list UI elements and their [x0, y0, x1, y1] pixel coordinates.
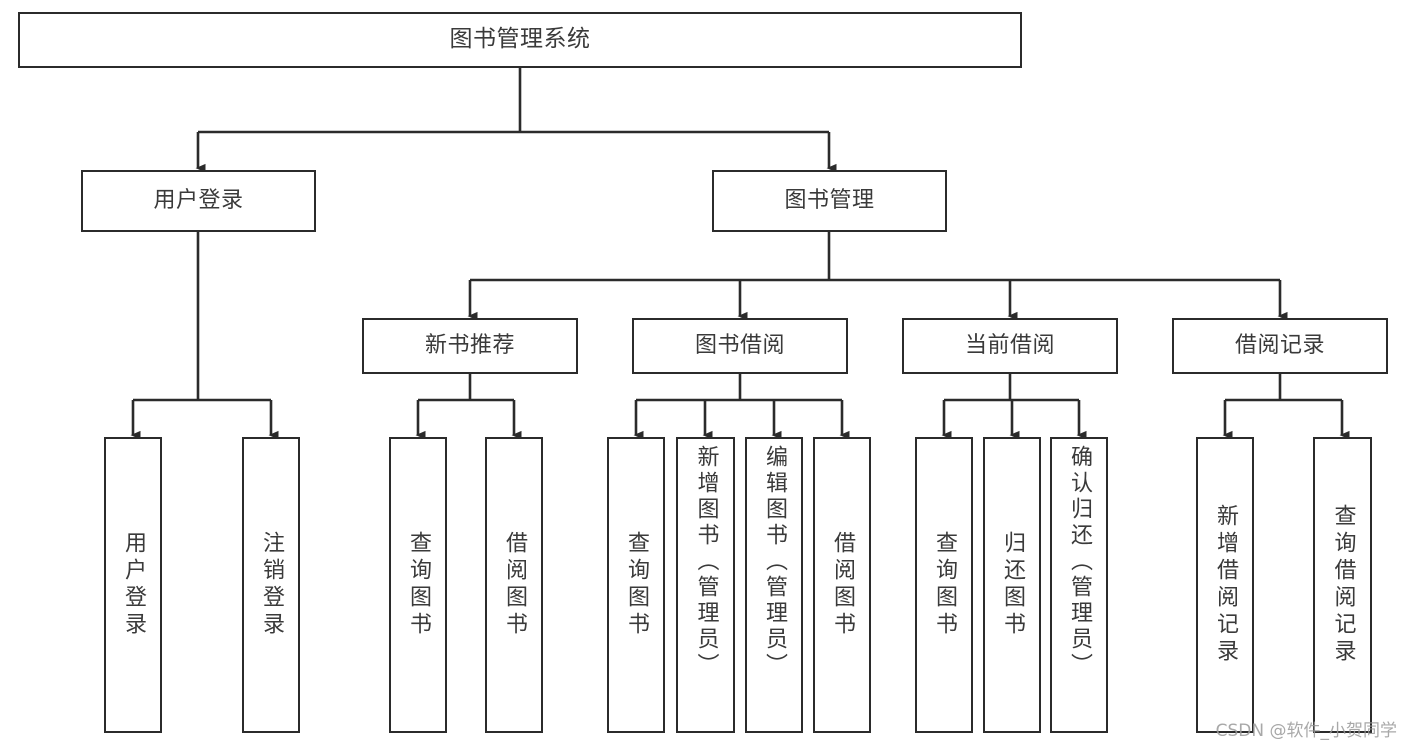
node-label: 用户登录: [121, 531, 146, 639]
leaf-query-book-current[interactable]: 查询图书: [915, 437, 973, 733]
node-label: 查询借阅记录: [1330, 504, 1356, 666]
node-label: 编辑图书（管理员）: [762, 445, 787, 679]
node-label: 新增借阅记录: [1213, 504, 1238, 666]
leaf-confirm-return-admin[interactable]: 确认归还（管理员）: [1050, 437, 1108, 733]
node-user-login[interactable]: 用户登录: [81, 170, 316, 232]
node-root-book-management-system[interactable]: 图书管理系统: [18, 12, 1022, 68]
node-label: 借阅图书: [830, 531, 855, 639]
node-label: 图书管理: [784, 187, 875, 213]
csdn-watermark: CSDN @软件_小贺同学: [1215, 721, 1397, 741]
node-label: 注销登录: [259, 531, 284, 639]
leaf-borrow-book-recommend[interactable]: 借阅图书: [485, 437, 543, 733]
leaf-add-book-admin[interactable]: 新增图书（管理员）: [676, 437, 735, 733]
node-label: 借阅图书: [502, 531, 527, 639]
leaf-query-book-recommend[interactable]: 查询图书: [389, 437, 447, 733]
leaf-edit-book-admin[interactable]: 编辑图书（管理员）: [745, 437, 803, 733]
leaf-borrow-book[interactable]: 借阅图书: [813, 437, 871, 733]
node-label: 新书推荐: [424, 332, 515, 358]
node-label: 归还图书: [1000, 531, 1025, 639]
leaf-logout[interactable]: 注销登录: [242, 437, 300, 733]
node-label: 新增图书（管理员）: [693, 445, 719, 679]
leaf-query-borrow-record[interactable]: 查询借阅记录: [1313, 437, 1372, 733]
node-book-management[interactable]: 图书管理: [712, 170, 947, 232]
leaf-user-login[interactable]: 用户登录: [104, 437, 162, 733]
node-label: 借阅记录: [1234, 332, 1325, 358]
node-label: 确认归还（管理员）: [1067, 445, 1092, 679]
node-label: 用户登录: [153, 187, 244, 213]
node-label: 图书管理系统: [449, 26, 591, 53]
node-label: 图书借阅: [694, 332, 785, 358]
node-label: 查询图书: [406, 531, 431, 639]
node-label: 当前借阅: [964, 332, 1055, 358]
leaf-add-borrow-record[interactable]: 新增借阅记录: [1196, 437, 1254, 733]
node-label: 查询图书: [932, 531, 957, 639]
node-new-book-recommend[interactable]: 新书推荐: [362, 318, 578, 374]
leaf-return-book[interactable]: 归还图书: [983, 437, 1041, 733]
node-label: 查询图书: [624, 531, 649, 639]
node-borrow-record[interactable]: 借阅记录: [1172, 318, 1388, 374]
node-current-borrow[interactable]: 当前借阅: [902, 318, 1118, 374]
node-book-borrow[interactable]: 图书借阅: [632, 318, 848, 374]
leaf-query-book-borrow[interactable]: 查询图书: [607, 437, 665, 733]
